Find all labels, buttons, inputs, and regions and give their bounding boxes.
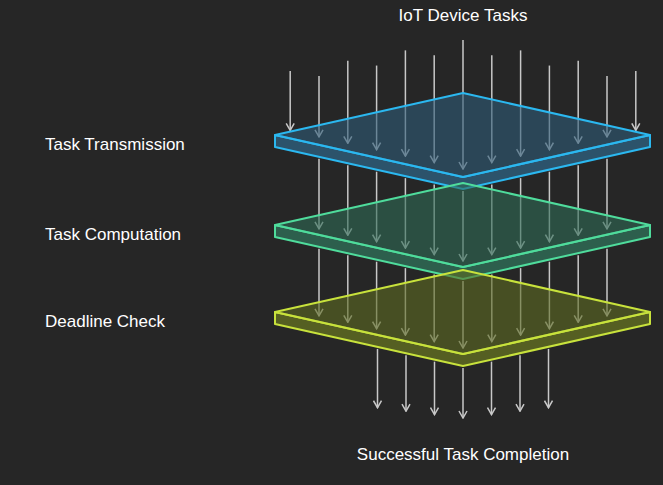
output-arrow	[405, 355, 407, 411]
diagram-caption: Successful Task Completion	[357, 445, 569, 465]
output-arrow	[377, 349, 379, 408]
layer-label: Deadline Check	[45, 312, 663, 332]
diagram-title: IoT Device Tasks	[399, 6, 528, 26]
slab-top	[275, 93, 650, 177]
output-arrow	[548, 349, 550, 408]
slab-top	[275, 270, 650, 354]
output-arrow	[491, 362, 493, 415]
output-arrow	[434, 362, 436, 415]
process-layer: Task Transmission	[20, 89, 660, 193]
input-arrow	[289, 71, 291, 130]
input-arrow	[635, 71, 637, 130]
output-arrow	[462, 368, 464, 418]
process-layer: Task Computation	[20, 179, 660, 283]
layer-label: Task Transmission	[45, 135, 663, 155]
layer-label: Task Computation	[45, 225, 663, 245]
output-arrow	[519, 355, 521, 411]
process-layer: Deadline Check	[20, 266, 660, 370]
slab-top	[275, 183, 650, 267]
